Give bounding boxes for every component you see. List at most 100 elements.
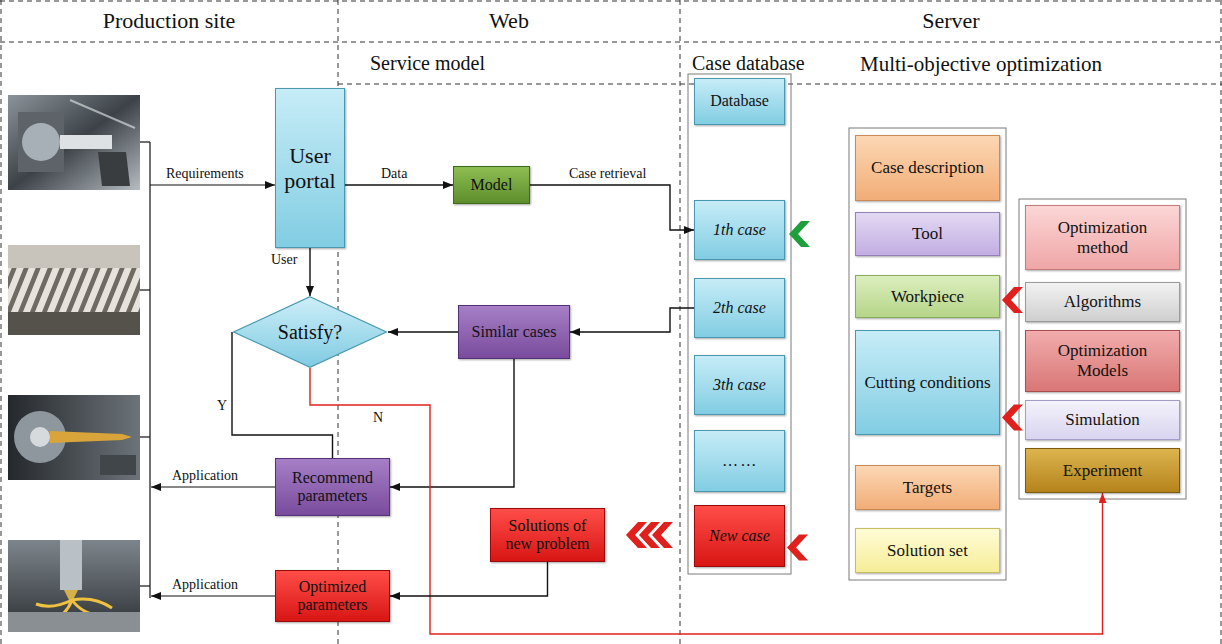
photo-drilling <box>8 540 140 632</box>
node-text: Database <box>701 92 778 110</box>
case-box: … … <box>694 430 785 492</box>
node-text: 3th case <box>701 376 778 394</box>
column-header: Server <box>680 8 1222 33</box>
chevron-arrow <box>1002 405 1023 431</box>
column-frame <box>688 74 791 574</box>
method-box: Experiment <box>1025 448 1180 493</box>
node-text: Algorithms <box>1032 292 1173 312</box>
node-text: Model <box>460 176 523 194</box>
node-text: Case description <box>862 158 993 178</box>
drill-bit <box>50 431 132 443</box>
photo-ground <box>8 245 140 335</box>
column-frame <box>1019 199 1186 499</box>
node-text: Cutting conditions <box>862 373 993 393</box>
application-arrow <box>151 595 275 596</box>
dashed-line <box>0 42 1222 43</box>
edge-label: Data <box>380 166 408 181</box>
node-text: Optimization method <box>1032 218 1173 257</box>
tailstock <box>100 455 136 475</box>
highlight <box>70 100 135 128</box>
node-text: Solutions of new problem <box>497 517 598 554</box>
model-box: Model <box>453 166 530 204</box>
chuck-center <box>30 427 50 447</box>
photo-turning <box>8 95 140 190</box>
section-header: Case database <box>692 52 805 75</box>
chevron-arrow <box>652 522 673 548</box>
node-text: 1th case <box>701 221 778 239</box>
node-text: Optimized parameters <box>282 578 383 615</box>
edge-label: Y <box>216 398 228 413</box>
chevron-arrow <box>787 535 808 561</box>
bracket-line <box>140 289 150 290</box>
process-box: Similar cases <box>458 305 570 359</box>
flow-connector <box>390 562 548 596</box>
node-text: 2th case <box>701 299 778 317</box>
node-text: User portal <box>282 143 338 194</box>
site-arrows <box>150 185 275 596</box>
attribute-box: Solution set <box>855 528 1000 573</box>
attribute-box: Workpiece <box>855 275 1000 318</box>
method-box: Algorithms <box>1025 282 1180 322</box>
chevron-connector <box>1002 405 1023 431</box>
photo-bracket <box>140 142 150 598</box>
decision-diamond: Satisfy? <box>232 296 388 368</box>
node-text: Experiment <box>1032 461 1173 481</box>
attribute-box: Targets <box>855 465 1000 510</box>
dashed-line <box>0 1 1222 2</box>
process-box: Solutions of new problem <box>490 508 605 562</box>
bracket-line <box>149 142 150 598</box>
flow-connector <box>390 359 514 487</box>
node-text: Optimization Models <box>1032 341 1173 380</box>
column-frame <box>849 128 1006 580</box>
node-text: … … <box>701 452 778 470</box>
flow-connector <box>388 331 458 332</box>
case-box: 1th case <box>694 200 785 260</box>
chevron-connector <box>626 522 673 548</box>
dashed-line <box>1 0 2 644</box>
photo-ground <box>8 95 140 190</box>
flow-connector <box>530 185 694 230</box>
node-text: Recommend parameters <box>282 469 383 506</box>
workpiece <box>8 612 140 632</box>
node-text: Targets <box>862 478 993 498</box>
chuck <box>18 112 64 172</box>
bracket-line <box>140 436 150 437</box>
process-box: Recommend parameters <box>275 458 390 516</box>
dashed-line <box>680 0 681 644</box>
section-header: Service model <box>370 52 485 75</box>
chevron-connector <box>787 535 808 561</box>
dashed-line <box>1221 0 1222 644</box>
shadow <box>8 312 140 335</box>
photo-worm-shaft <box>8 245 140 335</box>
flow-label: Application <box>172 577 238 593</box>
photo-lathe <box>8 395 140 480</box>
flow-label: Application <box>172 468 238 484</box>
column-header: Production site <box>0 8 338 33</box>
chevron-connector <box>789 221 810 247</box>
method-box: Optimization method <box>1025 205 1180 270</box>
method-box: Simulation <box>1025 400 1180 440</box>
thread <box>8 268 140 312</box>
case-box: 2th case <box>694 278 785 338</box>
bracket-line <box>140 141 150 142</box>
flow-label: Requirements <box>166 166 244 182</box>
node-text: Tool <box>862 224 993 244</box>
edge-label: Case retrieval <box>568 166 647 181</box>
process-box: Optimized parameters <box>275 570 390 622</box>
node-text: Simulation <box>1032 410 1173 430</box>
flow-connector <box>570 308 694 332</box>
photo-ground <box>8 540 140 632</box>
column-header: Web <box>338 8 680 33</box>
column-frames <box>688 74 1186 580</box>
portal-box: User portal <box>275 88 345 248</box>
edge-label: User <box>270 252 298 267</box>
workpiece <box>60 135 112 149</box>
section-header: Multi-objective optimization <box>860 52 1102 76</box>
tool-post <box>98 152 130 186</box>
diamond-shape <box>234 297 387 368</box>
node-text: Workpiece <box>862 287 993 307</box>
